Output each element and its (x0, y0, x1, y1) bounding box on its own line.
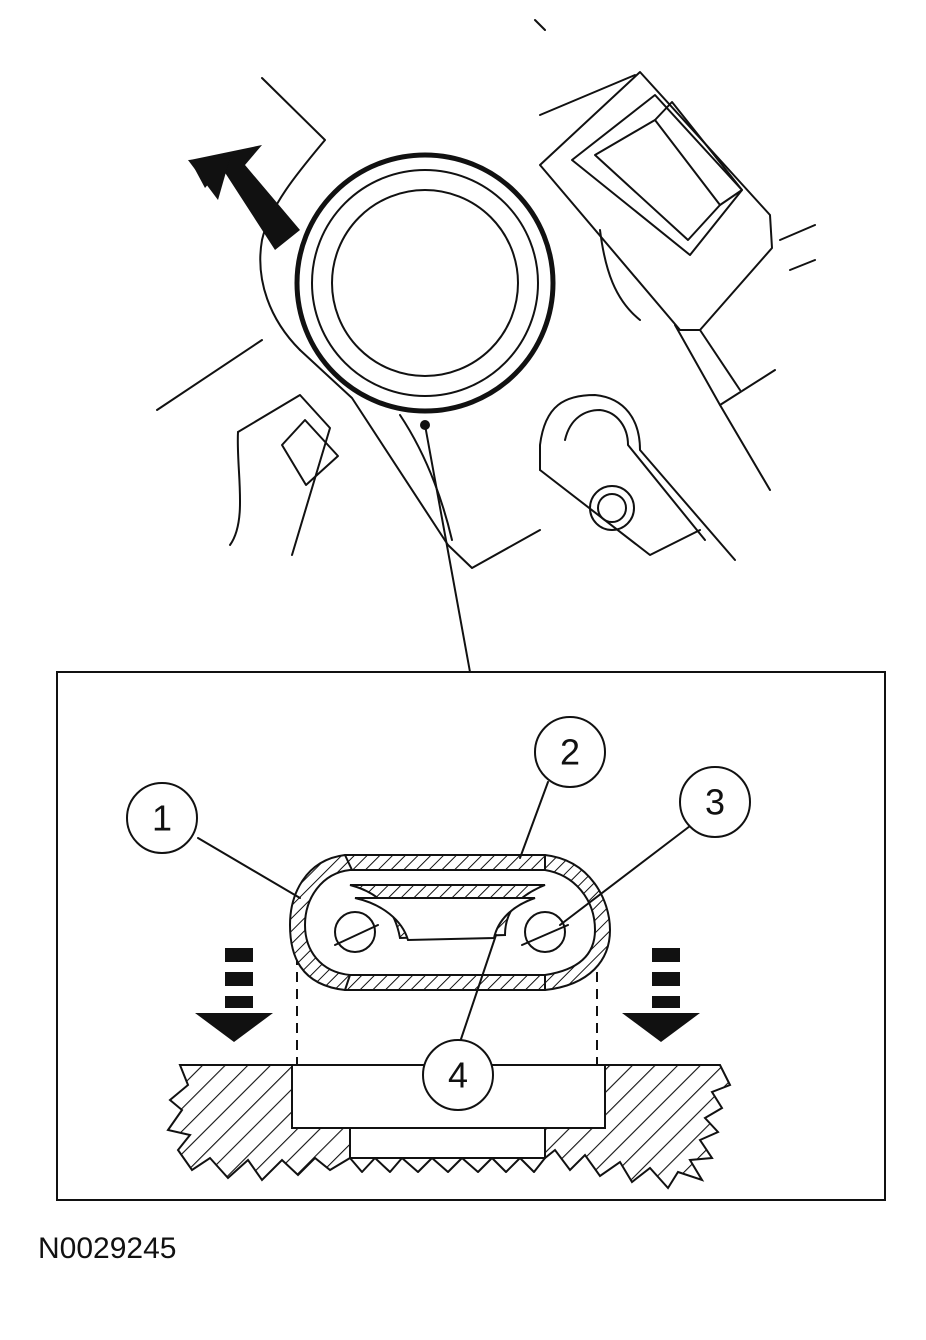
seal-cross-section (288, 854, 612, 991)
detail-box (56, 671, 886, 1201)
press-arrow-right-icon (622, 948, 700, 1042)
crankshaft-seal (294, 152, 556, 673)
callout-2-label: 2 (560, 732, 580, 773)
callout-4: 4 (422, 1039, 494, 1111)
direction-arrow-icon (188, 145, 300, 250)
housing-section (166, 1064, 732, 1190)
callout-3: 3 (679, 766, 751, 838)
callout-4-label: 4 (448, 1055, 468, 1096)
callout-3-label: 3 (705, 782, 725, 823)
housing-outline (156, 19, 816, 569)
callout-leaders (197, 781, 691, 1049)
callout-2: 2 (534, 716, 606, 788)
figure-id: N0029245 (38, 1232, 177, 1265)
callout-1: 1 (126, 782, 198, 854)
press-arrow-left-icon (195, 948, 273, 1042)
callout-1-label: 1 (152, 798, 172, 839)
